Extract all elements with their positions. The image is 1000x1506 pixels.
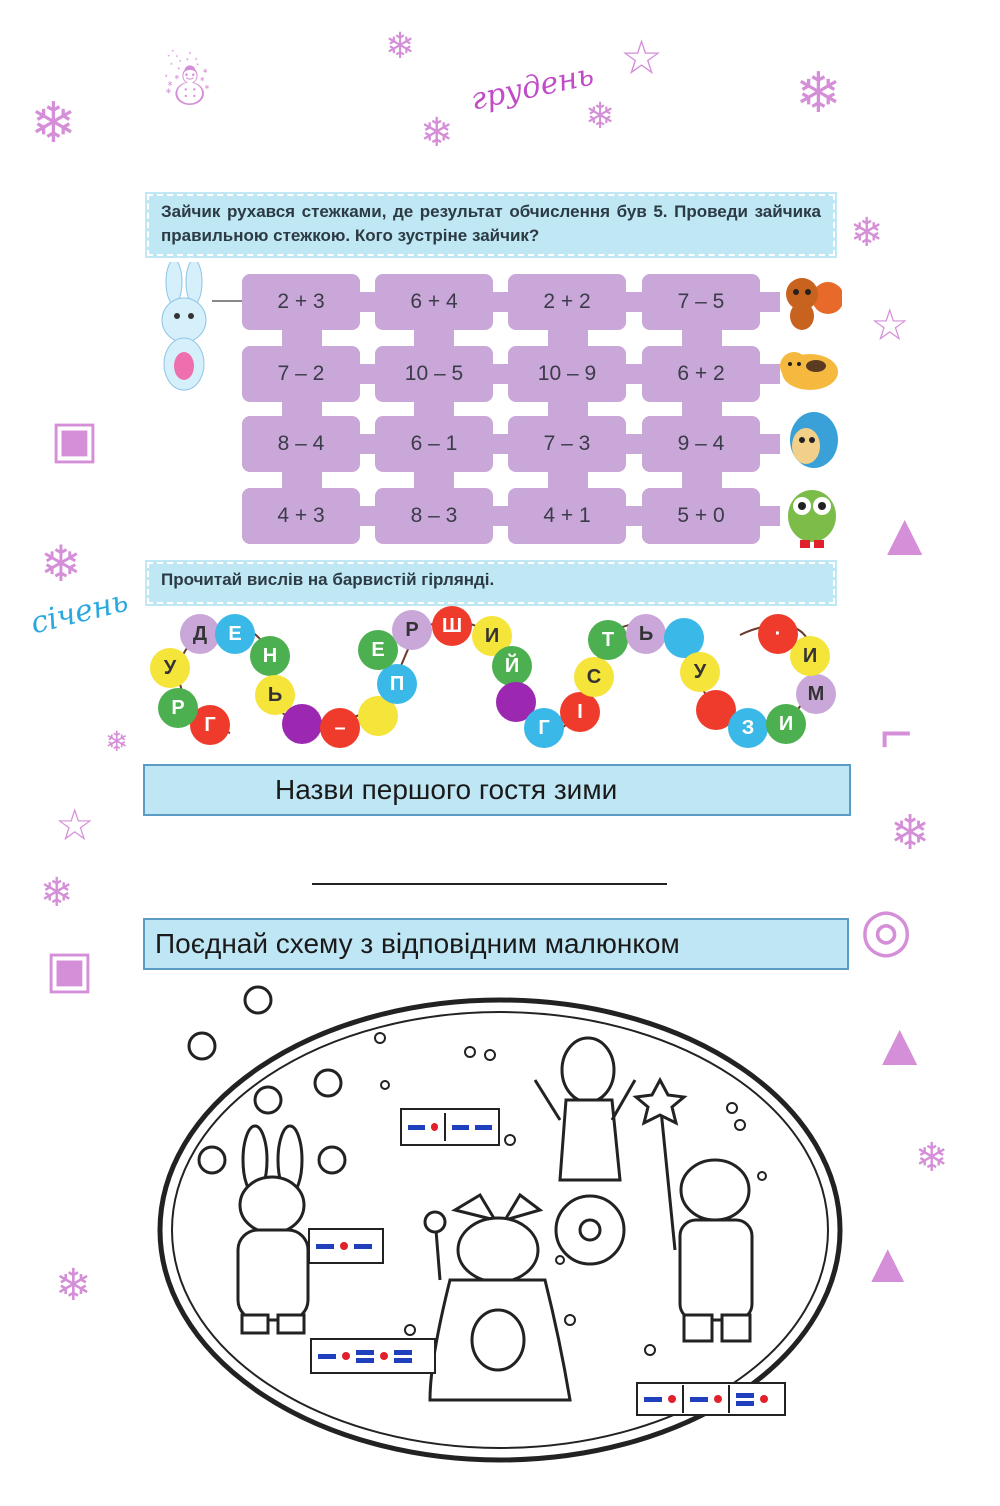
path-cell[interactable]: 6 – 1 [375,416,493,472]
garland-bead[interactable] [282,704,322,744]
circus-illustration [157,985,843,1463]
garland-bead[interactable]: Ь [626,614,666,654]
path-cell[interactable]: 2 + 2 [508,274,626,330]
garland-bead[interactable]: Ш [432,606,472,646]
garland-bead[interactable]: – [320,708,360,748]
path-cell[interactable]: 8 – 3 [375,488,493,544]
garland-bead[interactable]: З [728,708,768,748]
garland-bead[interactable] [664,618,704,658]
gift-icon: ▣ [50,411,100,469]
garland-bead[interactable]: Й [492,646,532,686]
task4-label: Поєднай схему з відповідним малюнком [143,918,849,970]
star-icon: ☆ [55,801,95,850]
path-cell[interactable]: 6 + 4 [375,274,493,330]
path-cell[interactable]: 10 – 9 [508,346,626,402]
scheme-card[interactable] [400,1108,500,1146]
star-icon: ☆ [620,32,664,85]
tree-icon: ▲ [875,501,935,568]
scheme-card[interactable] [636,1382,786,1416]
path-cell[interactable]: 7 – 5 [642,274,760,330]
path-cell[interactable]: 10 – 5 [375,346,493,402]
tree-icon: ▲ [860,1231,916,1294]
garland-bead[interactable]: Е [358,630,398,670]
snowflake-icon: ❄ [850,211,884,255]
path-cell[interactable]: 4 + 3 [242,488,360,544]
garland-bead[interactable]: Н [250,636,290,676]
garland-bead[interactable]: Р [392,610,432,650]
garland-bead[interactable]: У [680,652,720,692]
task1-instruction: Зайчик рухався стежками, де результат об… [145,192,837,258]
snowflake-icon: ❄ [420,111,454,155]
snowflake-icon: ❄ [105,726,129,757]
month-label-december: грудень [467,57,597,118]
snowflake-icon: ❄ [890,807,931,860]
path-cell[interactable]: 5 + 0 [642,488,760,544]
snowflake-icon: ❄ [795,61,842,124]
snowflake-icon: ❄ [40,871,74,915]
garland-bead[interactable]: И [766,704,806,744]
answer-line[interactable] [312,883,667,885]
path-cell[interactable]: 4 + 1 [508,488,626,544]
garland-bead[interactable]: С [574,657,614,697]
tree-icon: ▲ [870,1011,930,1078]
path-cell[interactable]: 2 + 3 [242,274,360,330]
path-cell[interactable]: 9 – 4 [642,416,760,472]
garland-bead[interactable]: І [560,692,600,732]
snowflake-icon: ❄ [40,536,82,592]
snowflake-icon: ❄ [585,95,616,136]
cat-icon[interactable] [772,330,842,398]
candy-cane-icon: ⌐ [880,701,913,764]
garland-bead[interactable]: Д [180,614,220,654]
path-start-line [212,300,242,302]
hedgehog-icon[interactable] [782,404,842,474]
garland-bead[interactable]: Г [524,708,564,748]
scheme-card[interactable] [310,1338,436,1374]
scheme-card[interactable] [308,1228,384,1264]
path-cell[interactable]: 7 – 3 [508,416,626,472]
garland-bead[interactable]: Т [588,620,628,660]
path-cell[interactable]: 7 – 2 [242,346,360,402]
snowflake-icon: ❄ [385,25,416,66]
task2-instruction: Прочитай вислів на барвистій гірлянді. [145,560,837,606]
garland-bead[interactable]: И [790,636,830,676]
bunny-icon [150,259,220,402]
snowflake-icon: ❄ [55,1261,92,1310]
path-cell[interactable]: 8 – 4 [242,416,360,472]
garland-bead[interactable]: М [796,674,836,714]
hat-icon: ☃ [160,51,214,118]
wreath-icon: ◎ [860,896,913,963]
star-icon: ☆ [870,301,910,350]
path-cell[interactable]: 6 + 2 [642,346,760,402]
garland-bead[interactable]: · [758,614,798,654]
garland-bead[interactable]: Е [215,614,255,654]
snowflake-icon: ❄ [915,1136,949,1180]
owl-icon[interactable] [780,478,844,550]
task3-label: Назви першого гостя зими [143,764,851,816]
garland-bead[interactable]: Р [158,688,198,728]
gift-icon: ▣ [45,941,95,999]
ornament-icon: ❄ [30,91,77,154]
garland-bead[interactable]: У [150,648,190,688]
squirrel-icon[interactable] [776,272,844,332]
garland-bead[interactable]: П [377,664,417,704]
